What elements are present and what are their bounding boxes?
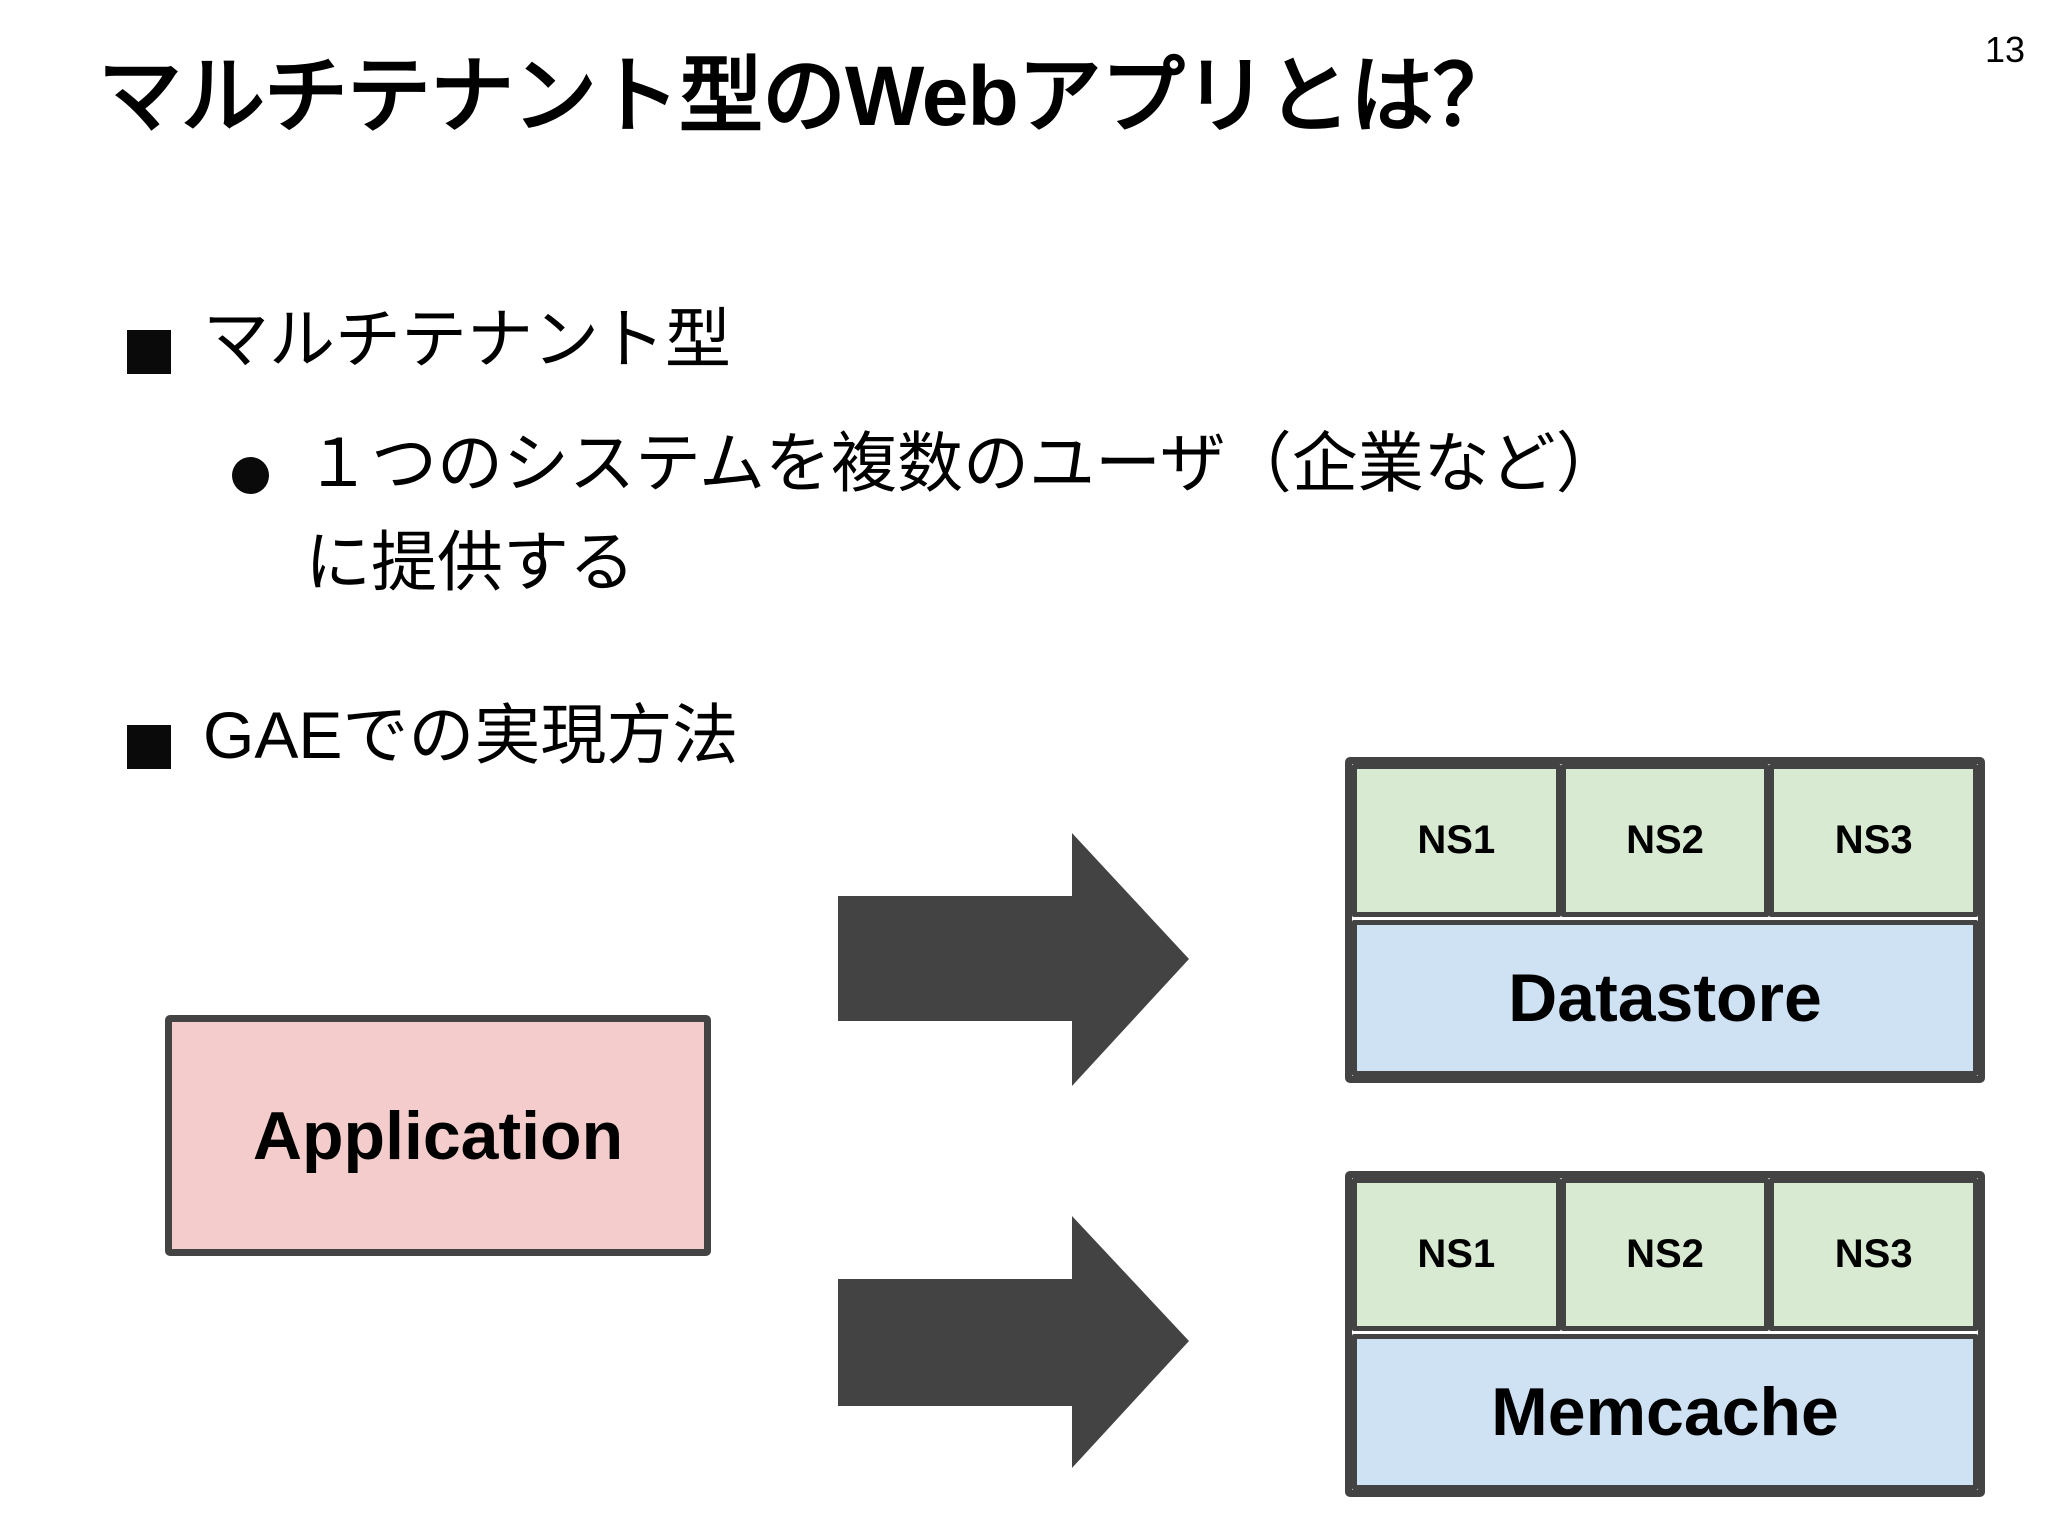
application-box: Application [165, 1015, 711, 1256]
datastore-ns1-label: NS1 [1417, 818, 1496, 862]
datastore-ns3-cell: NS3 [1769, 764, 1979, 917]
sub-bullet-line2: に提供する [305, 525, 635, 599]
memcache-ns2-label: NS2 [1626, 1232, 1704, 1276]
memcache-ns3-cell: NS3 [1769, 1178, 1979, 1331]
sub-bullet-line1: １つのシステムを複数のユーザ（企業など） [305, 426, 1622, 500]
memcache-ns3-label: NS3 [1834, 1232, 1913, 1276]
datastore-ns-row: NS1 NS2 NS3 [1352, 764, 1979, 917]
bullet-gae-label: GAEでの実現方法 [203, 698, 739, 772]
arrow-to-memcache-icon [838, 1216, 1189, 1468]
bullet-dot-marker: ● [232, 457, 269, 494]
memcache-label-row: Memcache [1352, 1334, 1978, 1490]
datastore-label: Datastore [1508, 960, 1822, 1036]
memcache-ns1-label: NS1 [1417, 1232, 1496, 1276]
memcache-label: Memcache [1491, 1374, 1839, 1450]
page-title: マルチテナント型のWebアプリとは？ [98, 49, 1517, 143]
memcache-ns1-cell: NS1 [1352, 1178, 1561, 1331]
bullet-multitenant-label: マルチテナント型 [203, 302, 731, 376]
datastore-ns1-cell: NS1 [1352, 764, 1561, 917]
datastore-box: NS1 NS2 NS3 Datastore [1345, 757, 1985, 1083]
datastore-ns2-label: NS2 [1626, 818, 1704, 862]
bullet-square-marker-1: ■ [127, 330, 171, 374]
arrow-to-datastore-icon [838, 833, 1189, 1086]
page-number: 13 [1985, 29, 2026, 70]
datastore-ns3-label: NS3 [1834, 818, 1913, 862]
datastore-ns2-cell: NS2 [1560, 764, 1770, 917]
memcache-box: NS1 NS2 NS3 Memcache [1345, 1171, 1985, 1497]
bullet-square-marker-2: ■ [127, 725, 171, 769]
sub-bullet-text: １つのシステムを複数のユーザ（企業など） に提供する [305, 414, 1622, 612]
datastore-label-row: Datastore [1352, 920, 1978, 1076]
memcache-ns2-cell: NS2 [1560, 1178, 1770, 1331]
memcache-ns-row: NS1 NS2 NS3 [1352, 1178, 1979, 1331]
application-label: Application [252, 1097, 624, 1174]
